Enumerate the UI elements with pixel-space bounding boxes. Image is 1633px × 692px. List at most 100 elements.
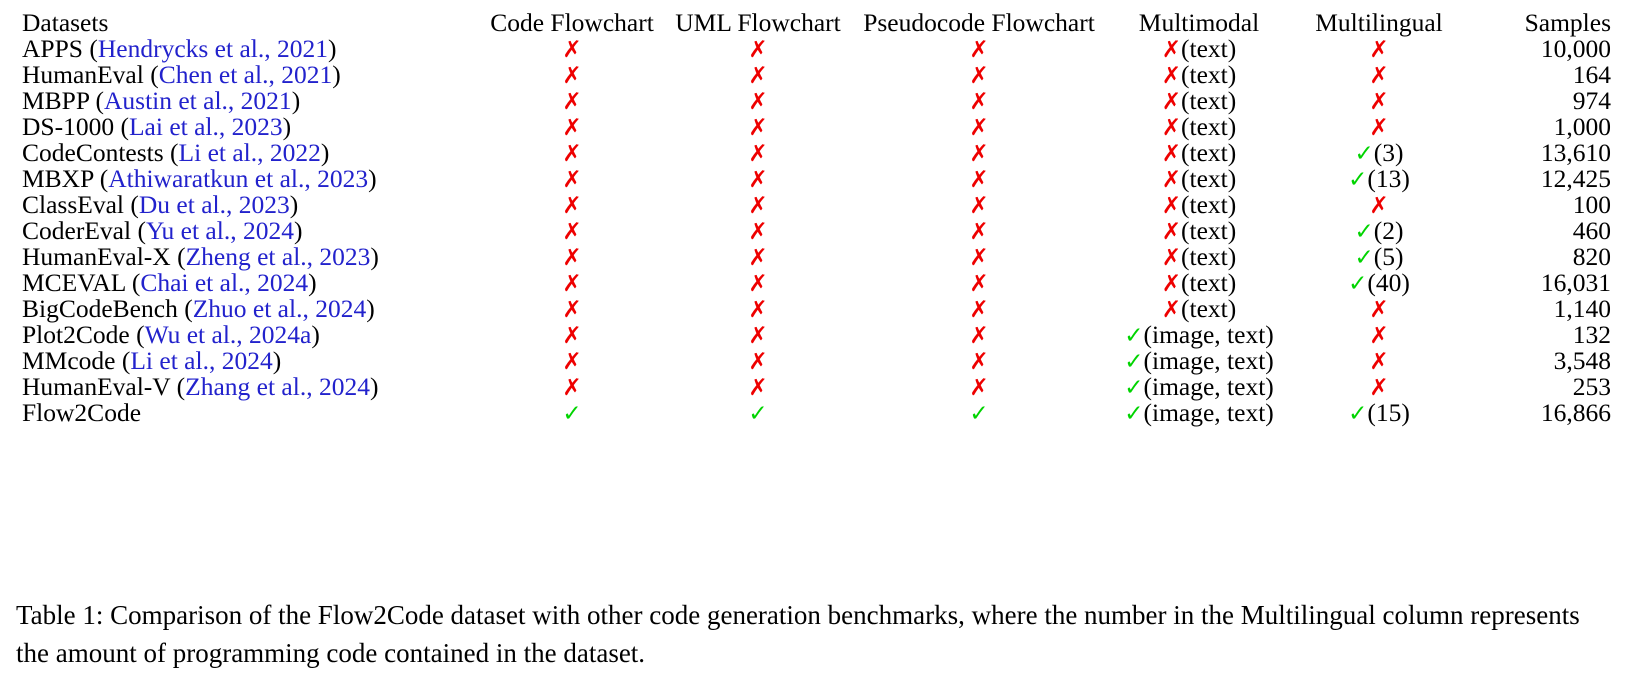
caption-text: Comparison of the Flow2Code dataset with… — [16, 600, 1580, 669]
citation-link[interactable]: Austin et al., 2021 — [103, 85, 292, 115]
cell-samples: 1,140 — [1553, 293, 1611, 323]
cell-pseudocode-flowchart-value: ✓ — [969, 400, 988, 426]
cross-icon: ✗ — [1369, 322, 1389, 349]
cell-multimodal-note: (image, text) — [1143, 319, 1274, 349]
column-header-multimodal: Multimodal — [1138, 8, 1260, 37]
dataset-name: DS-1000 — [22, 111, 115, 141]
cross-icon: ✗ — [1161, 62, 1182, 89]
citation-link[interactable]: Hendrycks et al., 2021 — [97, 33, 328, 63]
citation-paren-close: ) — [320, 137, 330, 167]
dataset-name: ClassEval — [22, 189, 124, 219]
cell-multilingual: ✗ — [1294, 88, 1464, 114]
citation-link[interactable]: Yu et al., 2024 — [145, 215, 294, 245]
cell-code-flowchart: ✗ — [482, 374, 662, 400]
cell-samples: 132 — [1572, 319, 1611, 349]
cell-pseudocode-flowchart: ✗ — [854, 218, 1104, 244]
cell-multimodal-note: (image, text) — [1143, 371, 1274, 401]
cell-uml-flowchart-value: ✗ — [748, 36, 767, 62]
cell-uml-flowchart-value: ✗ — [748, 166, 767, 192]
dataset-name: CodeContests — [22, 137, 164, 167]
citation-paren-close: ) — [289, 189, 299, 219]
citation-paren-close: ) — [368, 163, 377, 193]
cell-pseudocode-flowchart: ✓ — [854, 400, 1104, 426]
cell-dataset-name: HumanEval (Chen et al., 2021) — [22, 62, 482, 88]
citation-link[interactable]: Wu et al., 2024a — [144, 319, 312, 349]
cell-multilingual: ✗ — [1294, 348, 1464, 374]
cell-code-flowchart-value: ✗ — [562, 218, 581, 244]
cell-uml-flowchart-value: ✗ — [748, 140, 767, 166]
cell-multilingual: ✗ — [1294, 322, 1464, 348]
citation-link[interactable]: Li et al., 2024 — [130, 345, 273, 375]
cell-multilingual-value: ✗ — [1369, 62, 1388, 88]
cross-icon: ✗ — [562, 218, 582, 245]
citation-link[interactable]: Chen et al., 2021 — [158, 59, 333, 89]
cell-multimodal-note: (text) — [1181, 33, 1237, 63]
cell-pseudocode-flowchart: ✗ — [854, 348, 1104, 374]
citation-link[interactable]: Du et al., 2023 — [138, 189, 290, 219]
cell-pseudocode-flowchart: ✗ — [854, 296, 1104, 322]
check-icon: ✓ — [1124, 374, 1144, 401]
cross-icon: ✗ — [748, 114, 768, 141]
cross-icon: ✗ — [748, 296, 768, 323]
cell-multimodal-note: (text) — [1181, 137, 1237, 167]
citation-paren-open: ( — [129, 319, 145, 349]
cell-dataset-name: HumanEval-V (Zhang et al., 2024) — [22, 374, 482, 400]
cell-multilingual-value: ✗ — [1369, 114, 1388, 140]
citation-paren-open: ( — [124, 189, 139, 219]
citation-link[interactable]: Zhang et al., 2024 — [185, 371, 370, 401]
cell-uml-flowchart: ✗ — [662, 374, 854, 400]
cell-multimodal: ✗(text) — [1104, 295, 1294, 322]
cross-icon: ✗ — [562, 88, 582, 115]
cross-icon: ✗ — [1161, 166, 1182, 193]
citation-link[interactable]: Zhuo et al., 2024 — [192, 293, 367, 323]
dataset-name: CoderEval — [22, 215, 132, 245]
cell-code-flowchart-value: ✗ — [562, 296, 581, 322]
cell-code-flowchart-value: ✗ — [562, 348, 581, 374]
citation-paren-open: ( — [89, 85, 104, 115]
cross-icon: ✗ — [969, 88, 989, 115]
citation-paren-open: ( — [177, 293, 193, 323]
citation-link[interactable]: Lai et al., 2023 — [128, 111, 283, 141]
cell-pseudocode-flowchart: ✗ — [854, 140, 1104, 166]
cell-dataset-name: BigCodeBench (Zhuo et al., 2024) — [22, 296, 482, 322]
cell-multimodal-note: (text) — [1181, 59, 1237, 89]
citation-paren-open: ( — [114, 111, 129, 141]
cross-icon: ✗ — [748, 62, 768, 89]
cell-uml-flowchart: ✗ — [662, 88, 854, 114]
cell-uml-flowchart-value: ✗ — [748, 192, 767, 218]
cell-pseudocode-flowchart-value: ✗ — [969, 270, 988, 296]
cell-code-flowchart-value: ✗ — [562, 374, 581, 400]
cell-multimodal-note: (image, text) — [1143, 345, 1274, 375]
cell-dataset-name: CoderEval (Yu et al., 2024) — [22, 218, 482, 244]
citation-link[interactable]: Zheng et al., 2023 — [185, 241, 371, 271]
cell-uml-flowchart: ✓ — [662, 400, 854, 426]
cell-multimodal-note: (image, text) — [1143, 397, 1274, 427]
citation-paren-close: ) — [370, 241, 379, 271]
cell-uml-flowchart-value: ✗ — [748, 244, 767, 270]
citation-link[interactable]: Chai et al., 2024 — [140, 267, 309, 297]
cell-multilingual-note: (3) — [1373, 137, 1404, 167]
cross-icon: ✗ — [1161, 140, 1182, 167]
cell-dataset-name: DS-1000 (Lai et al., 2023) — [22, 114, 482, 140]
cell-multilingual-value: ✗ — [1369, 88, 1388, 114]
citation-paren-close: ) — [293, 215, 303, 245]
cell-samples: 974 — [1572, 85, 1611, 115]
cell-multimodal-note: (text) — [1181, 189, 1237, 219]
cell-code-flowchart: ✗ — [482, 296, 662, 322]
cross-icon: ✗ — [1369, 192, 1389, 219]
dataset-name: MCEVAL — [22, 267, 126, 297]
citation-link[interactable]: Li et al., 2022 — [178, 137, 321, 167]
cross-icon: ✗ — [562, 322, 582, 349]
cell-multimodal-note: (text) — [1181, 215, 1237, 245]
cell-code-flowchart-value: ✗ — [562, 270, 581, 296]
table-row: MCEVAL (Chai et al., 2024)✗✗✗✗(text)✓(40… — [22, 267, 1611, 297]
citation-link[interactable]: Athiwaratkun et al., 2023 — [108, 163, 369, 193]
cell-multimodal-value: ✗(text) — [1162, 269, 1237, 296]
cell-code-flowchart: ✗ — [482, 88, 662, 114]
citation-paren-close: ) — [308, 267, 317, 297]
cell-code-flowchart: ✗ — [482, 62, 662, 88]
cell-uml-flowchart: ✗ — [662, 36, 854, 62]
comparison-table-container: Datasets Code Flowchart UML Flowchart Ps… — [22, 10, 1611, 426]
cross-icon: ✗ — [1161, 114, 1182, 141]
cell-multilingual-note: (5) — [1373, 241, 1404, 271]
